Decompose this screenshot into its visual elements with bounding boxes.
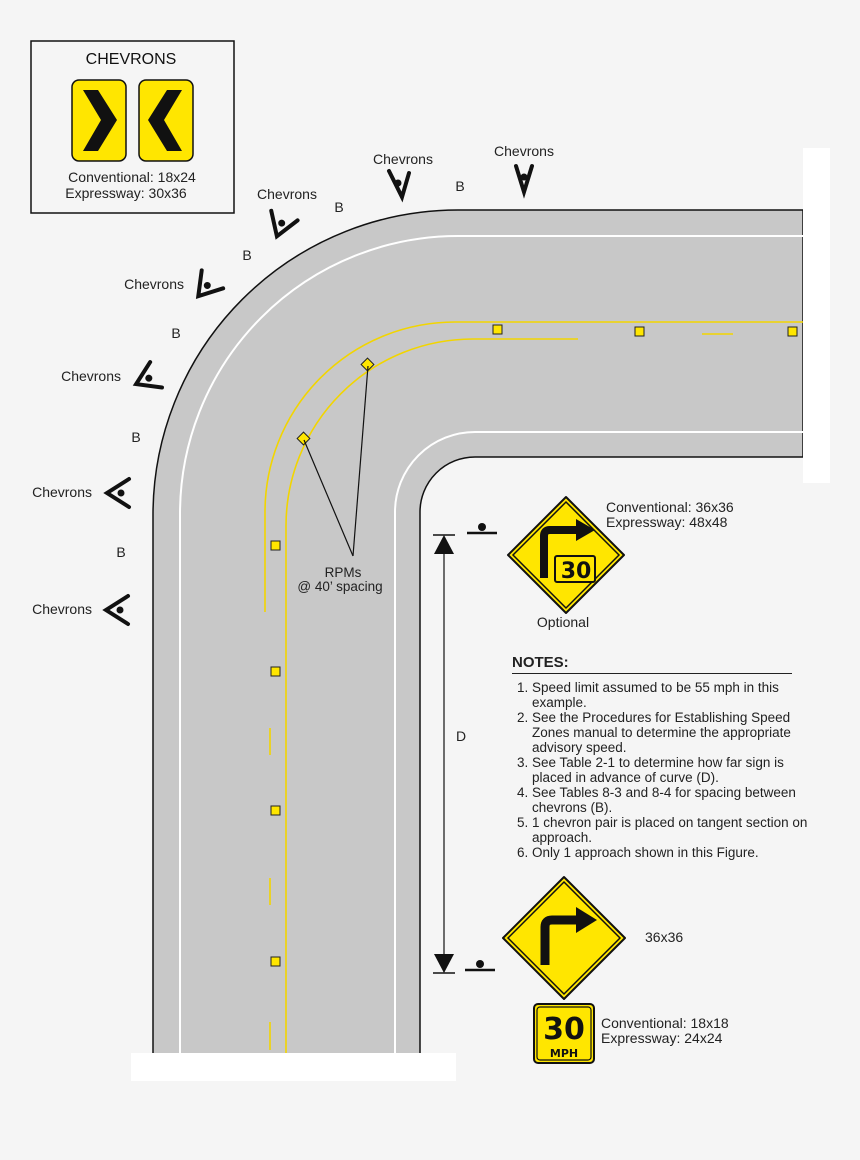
chevron-post-icon [387, 169, 411, 203]
chevron-label: Chevrons [61, 368, 121, 384]
chevron-label: Chevrons [32, 601, 92, 617]
chevron-label: Chevrons [373, 151, 433, 167]
chevron-post-icon [514, 164, 534, 199]
sign-post-marker-top [467, 523, 497, 535]
chevron-post-icon [195, 268, 226, 300]
chevron-post-icon [102, 594, 130, 626]
advisory-speed: 30 [561, 559, 592, 584]
legend-expressway: Expressway: 30x36 [65, 185, 187, 201]
note-item: Only 1 approach shown in this Figure. [532, 845, 812, 860]
right-cutoff [803, 148, 830, 483]
distance-dimension [433, 534, 455, 974]
distance-label: D [456, 728, 466, 744]
turn-arrow-icon [540, 526, 578, 578]
chevron-symbols [102, 164, 534, 626]
spacing-label: B [242, 247, 251, 263]
notes-panel: NOTES: Speed limit assumed to be 55 mph … [512, 654, 812, 860]
chevron-legend: CHEVRONS Conventional: 18x24 Expressway:… [30, 40, 235, 214]
outer-edge-line [178, 235, 803, 1055]
spacing-label: B [116, 544, 125, 560]
curve-advisory-sign: 30 [507, 496, 625, 614]
sign-post-marker-bottom [465, 960, 495, 972]
note-item: 1 chevron pair is placed on tangent sect… [532, 815, 812, 845]
bottom-cutoff [131, 1053, 456, 1081]
advisory-optional: Optional [537, 614, 589, 630]
centerline-right [285, 338, 578, 1055]
rpm-markers [270, 324, 798, 967]
rpm-leaders [303, 365, 369, 557]
rpm-spacing-label: @ 40’ spacing [297, 579, 382, 594]
spacing-label: B [334, 199, 343, 215]
plaque-speed: 30 [543, 1012, 585, 1047]
inner-edge-line [394, 431, 803, 1055]
chevron-label: Chevrons [32, 484, 92, 500]
spacing-label: B [131, 429, 140, 445]
road-surface [152, 209, 804, 1056]
notes-title: NOTES: [512, 654, 792, 674]
plaque-unit: MPH [550, 1047, 578, 1060]
spacing-label: B [455, 178, 464, 194]
note-item: Speed limit assumed to be 55 mph in this… [532, 680, 812, 710]
advisory-expressway: Expressway: 48x48 [606, 514, 728, 530]
plaque-conventional: Conventional: 18x18 [601, 1015, 729, 1031]
chevron-post-icon [269, 208, 300, 240]
chevron-label: Chevrons [257, 186, 317, 202]
chevron-post-icon [132, 360, 164, 390]
legend-title: CHEVRONS [86, 51, 177, 68]
curve-arrow-icon [540, 915, 578, 965]
curve-warning-sign [502, 876, 626, 1000]
legend-conventional: Conventional: 18x24 [68, 169, 196, 185]
chevron-label: Chevrons [494, 143, 554, 159]
chevron-sign-left-icon [138, 79, 194, 162]
note-item: See Table 2-1 to determine how far sign … [532, 755, 812, 785]
rpm-label: RPMs [325, 565, 362, 580]
chevron-post-icon [103, 477, 131, 509]
spacing-label: B [171, 325, 180, 341]
centerline-left [264, 321, 803, 612]
advisory-conventional: Conventional: 36x36 [606, 499, 734, 515]
plaque-expressway: Expressway: 24x24 [601, 1030, 723, 1046]
speed-plaque: 30 MPH [533, 1003, 595, 1064]
curve-sign-size: 36x36 [645, 929, 683, 945]
chevron-sign-right-icon [71, 79, 127, 162]
note-item: See Tables 8-3 and 8-4 for spacing betwe… [532, 785, 812, 815]
note-item: See the Procedures for Establishing Spee… [532, 710, 812, 755]
chevron-label: Chevrons [124, 276, 184, 292]
notes-list: Speed limit assumed to be 55 mph in this… [512, 680, 812, 860]
